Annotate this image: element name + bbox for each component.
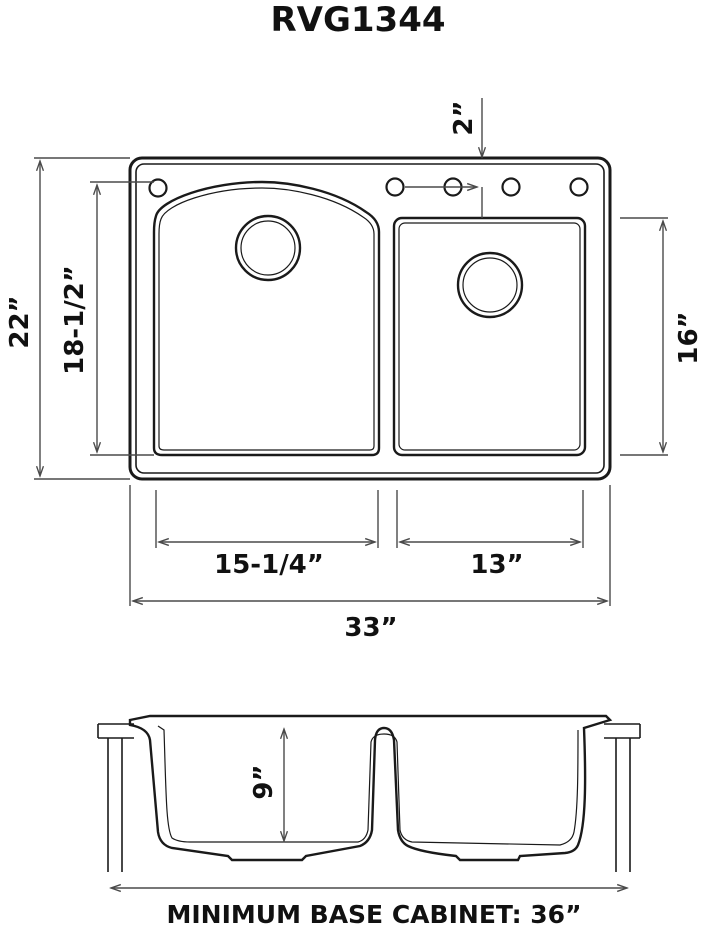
sink-profile-outer [128, 714, 613, 862]
footer-label: MINIMUM BASE CABINET: 36” [166, 900, 581, 929]
dim-top-margin: 2” [405, 98, 482, 218]
dim-left-bowl-width: 15-1/4” [155, 490, 379, 580]
top-view: 2” 22” 18-1/2” 16” 15-1/4” [5, 98, 702, 643]
dim-overall-width-label: 33” [344, 613, 397, 643]
dim-bowl-depth: 9” [249, 730, 284, 840]
dim-overall-width: 33” [129, 485, 611, 643]
sink-profile-inner [157, 725, 579, 846]
right-drain [456, 251, 524, 319]
dim-overall-depth-label: 22” [5, 295, 35, 348]
sink-outline-inner [135, 163, 605, 474]
left-drain [234, 214, 302, 282]
dim-left-bowl-depth: 18-1/2” [60, 181, 154, 456]
right-bowl-inner [398, 222, 581, 451]
dim-right-bowl-depth-label: 16” [674, 311, 702, 364]
side-view: 9” [97, 714, 641, 888]
model-title: RVG1344 [270, 0, 445, 40]
dim-top-margin-label: 2” [449, 100, 479, 135]
dim-overall-depth: 22” [5, 157, 130, 480]
right-bowl-outer [392, 216, 587, 457]
dim-bowl-depth-label: 9” [249, 764, 279, 799]
dim-right-bowl-depth: 16” [620, 217, 702, 456]
dim-left-bowl-depth-label: 18-1/2” [60, 265, 90, 375]
cabinet-walls [107, 738, 631, 872]
dim-right-bowl-width-label: 13” [470, 550, 523, 580]
dim-right-bowl-width: 13” [396, 490, 584, 580]
dim-left-bowl-width-label: 15-1/4” [214, 550, 324, 580]
countertop [97, 723, 641, 739]
sink-outline-outer [128, 156, 612, 481]
left-bowl-inner [158, 187, 375, 451]
left-bowl-outer [152, 180, 381, 457]
